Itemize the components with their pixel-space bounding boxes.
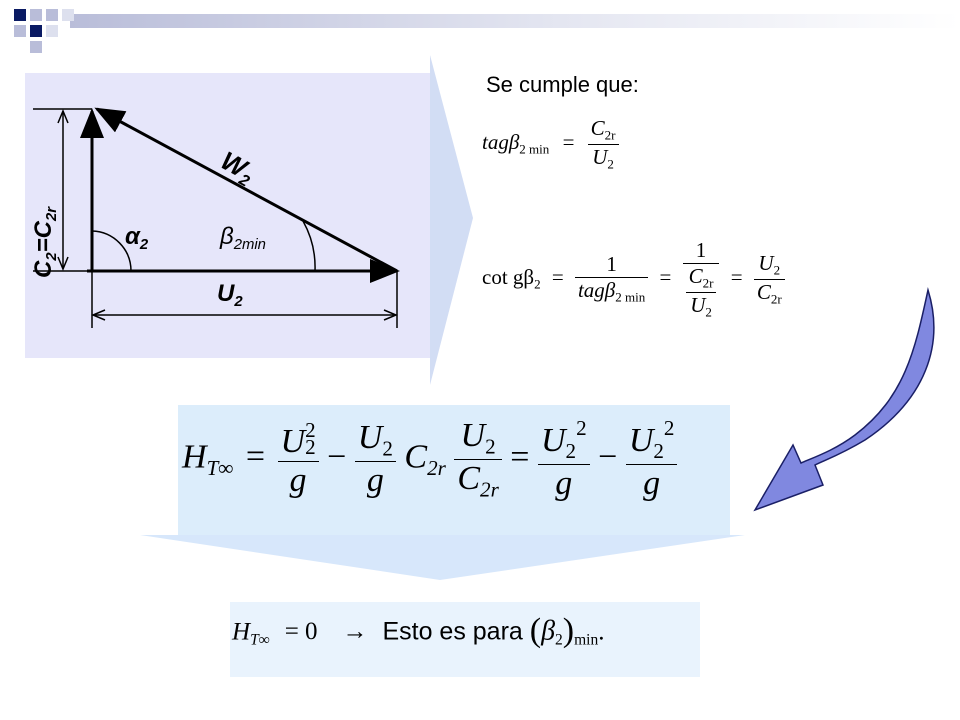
dimension-tick <box>57 256 69 271</box>
header-square <box>14 9 26 21</box>
fraction: U2 C2r <box>753 253 785 305</box>
beta-arc <box>302 220 316 272</box>
curved-arrow <box>753 287 935 512</box>
label-beta2min: β2min <box>220 223 266 254</box>
dimension-tick <box>383 309 398 321</box>
label-c2: C2=C2r <box>30 206 61 278</box>
diagram-lines <box>33 107 400 328</box>
equation-box <box>178 405 730 535</box>
fraction: U2 C2r <box>454 418 502 501</box>
arrow-shape <box>753 287 935 512</box>
equation-tan-beta: tagβ2 min = C2r U2 <box>482 118 619 170</box>
header-square <box>30 41 42 53</box>
intro-text: Se cumple que: <box>486 72 639 97</box>
header-square <box>46 25 58 37</box>
header-square <box>30 25 42 37</box>
velocity-triangle-diagram: C2=C2r W2 α2 β2min U2 <box>25 73 430 358</box>
dimension-tick <box>91 309 106 321</box>
fraction: U2 g <box>354 420 396 498</box>
fraction: C2r U2 <box>587 118 619 170</box>
nested-fraction: C2r U2 <box>685 266 717 318</box>
label-alpha2: α2 <box>125 223 149 254</box>
header-square <box>30 9 42 21</box>
header-square <box>62 9 74 21</box>
header-square <box>46 9 58 21</box>
fraction: U22 g <box>537 417 590 501</box>
result-statement: HT∞ = 0 → Esto es para (β2)min. <box>232 612 605 649</box>
callout-triangle <box>430 55 473 385</box>
equation-cot-beta: cot gβ2 = 1 tagβ2 min = 1 C2r U2 = U2 C2… <box>482 240 785 318</box>
label-u2: U2 <box>217 280 243 311</box>
header-square <box>14 25 26 37</box>
result-callout <box>140 535 745 580</box>
header-bar <box>70 14 960 28</box>
fraction: 1 C2r U2 <box>682 240 720 318</box>
result-box <box>230 602 700 677</box>
header-band <box>14 9 960 53</box>
w2-vector <box>94 107 398 273</box>
dimension-tick <box>57 109 69 124</box>
alpha-arc <box>91 230 132 272</box>
fraction: U22 g <box>625 417 678 501</box>
fraction: 1 tagβ2 min <box>574 254 649 304</box>
